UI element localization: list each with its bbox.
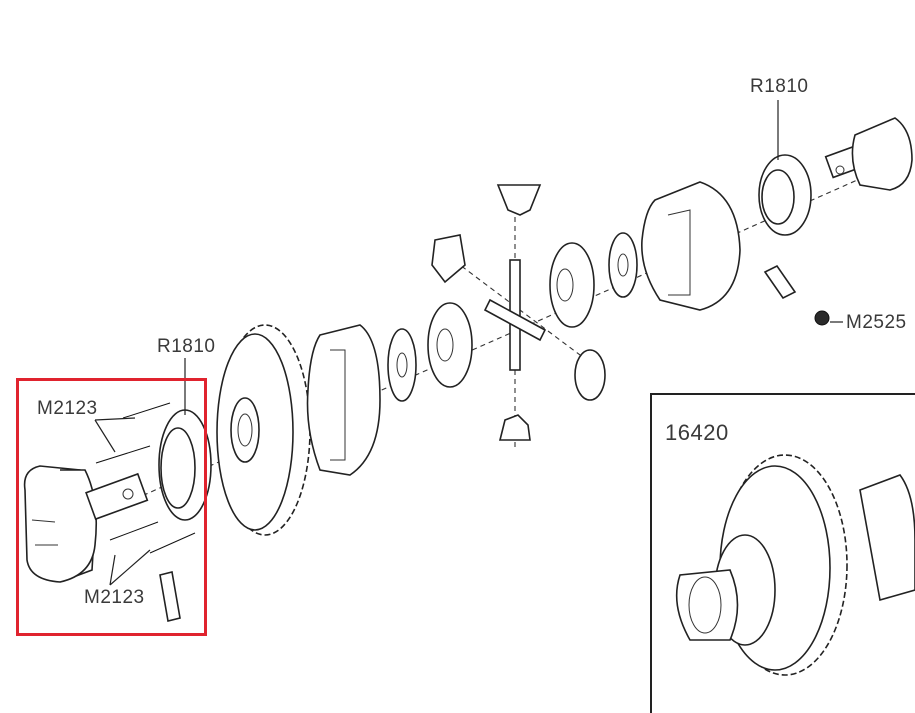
label-part-number: 16420 xyxy=(665,420,729,445)
leader-m2123-top xyxy=(94,417,136,453)
set-screw-m2525 xyxy=(814,310,830,326)
pin-left xyxy=(159,571,181,622)
leader-m2123-bottom xyxy=(109,549,151,586)
spider-gear-top xyxy=(496,184,542,216)
label-r1810-right: R1810 xyxy=(750,76,809,97)
label-m2525: M2525 xyxy=(846,312,907,333)
highlight-box xyxy=(16,378,207,636)
inset-frame xyxy=(650,393,915,713)
ring-gear xyxy=(216,324,311,536)
bearing-left xyxy=(158,409,212,521)
label-r1810-left: R1810 xyxy=(157,336,216,357)
screw-m2123-group xyxy=(95,402,196,554)
side-gear-right xyxy=(549,242,595,328)
label-m2123-top: M2123 xyxy=(37,398,98,419)
bearing-right xyxy=(758,154,812,236)
right-outdrive-cup xyxy=(824,117,913,191)
washer-right xyxy=(608,232,638,298)
side-gear-left xyxy=(427,302,473,388)
assembled-differential-inset xyxy=(675,454,915,676)
diff-case-left xyxy=(306,324,381,476)
spider-gear-right xyxy=(574,349,606,401)
cross-pin xyxy=(483,259,547,371)
pin-right xyxy=(763,264,797,300)
washer-left xyxy=(387,328,417,402)
spider-gear-left xyxy=(431,234,466,284)
label-m2123-bottom: M2123 xyxy=(84,587,145,608)
diff-case-right xyxy=(641,181,741,311)
spider-gear-bottom xyxy=(498,414,531,441)
left-outdrive-cup xyxy=(23,465,149,583)
